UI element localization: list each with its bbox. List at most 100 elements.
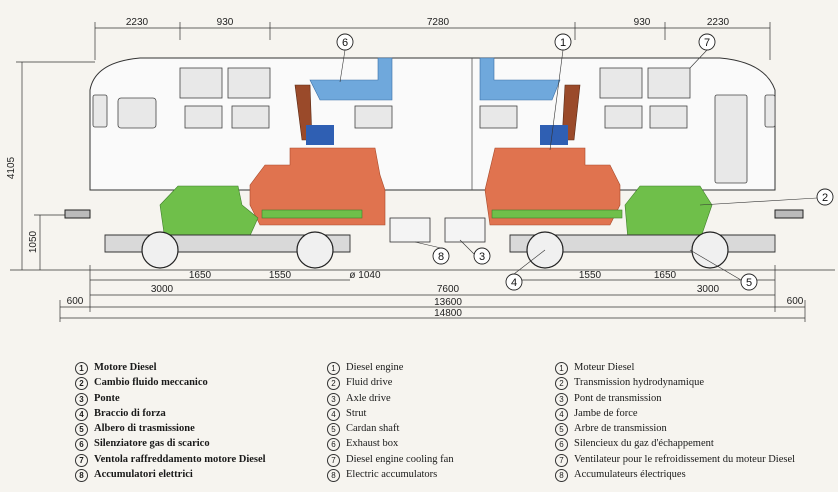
legend-label: Cardan shaft: [346, 423, 400, 435]
dim-bogie-left: 3000: [151, 284, 174, 295]
legend-en-item: 4 Strut: [327, 406, 454, 421]
legend-label: Transmission hydrodynamique: [574, 377, 704, 389]
dim-body-length: 13600: [434, 297, 462, 308]
callout-6: 6: [342, 37, 348, 49]
legend-label: Diesel engine cooling fan: [346, 453, 454, 465]
dim-height-total: 4105: [6, 156, 17, 179]
callout-3: 3: [479, 251, 485, 263]
legend-label: Electric accumulators: [346, 469, 438, 481]
legend-label: Strut: [346, 407, 367, 419]
dim-total-length: 14800: [434, 308, 462, 319]
legend-label: Moteur Diesel: [574, 362, 635, 373]
legend-number: 1: [75, 362, 88, 375]
legend-label: Albero di trasmissione: [94, 423, 195, 435]
dim-wheelbase-right-2: 1650: [654, 270, 677, 281]
legend-number: 4: [555, 407, 568, 421]
dim-wheel-diameter: ø 1040: [349, 270, 381, 281]
legend-en-item: 8 Electric accumulators: [327, 467, 454, 483]
callout-4: 4: [511, 277, 517, 289]
legend-label: Cambio fluido meccanico: [94, 377, 208, 389]
legend-number: 8: [555, 469, 568, 483]
legend-number: 3: [75, 392, 88, 406]
legend-it-item: 1 Motore Diesel: [75, 360, 266, 375]
legend-en-item: 1 Diesel engine: [327, 360, 454, 375]
legend-number: 6: [555, 438, 568, 452]
dim-top-right-1: 930: [634, 17, 651, 28]
callout-8: 8: [438, 251, 444, 263]
legend-number: 7: [327, 453, 340, 467]
legend-number: 7: [75, 453, 88, 467]
legend-number: 5: [75, 423, 88, 437]
legend-label: Silenziatore gas di scarico: [94, 438, 210, 450]
legend-fr-item: 8 Accumulateurs électriques: [555, 467, 814, 483]
legend-fr-item: 1 Moteur Diesel: [555, 360, 814, 375]
legend-fr-item: 5 Arbre de transmission: [555, 421, 814, 437]
legend-label: Exhaust box: [346, 438, 399, 450]
locomotive-diagram: 2230 930 7280 930 2230 4105 1050 1650 15…: [6, 17, 835, 322]
legend-en-item: 7 Diesel engine cooling fan: [327, 452, 454, 467]
legend-label: Fluid drive: [346, 377, 393, 389]
legend-en-item: 6 Exhaust box: [327, 436, 454, 452]
dim-wheelbase-right-1: 1550: [579, 270, 602, 281]
legend-number: 8: [75, 469, 88, 483]
legend-en-item: 5 Cardan shaft: [327, 421, 454, 437]
legend-number: 4: [327, 407, 340, 421]
legend-fr-item: 4 Jambe de force: [555, 406, 814, 421]
callout-5: 5: [746, 277, 752, 289]
dim-overhang-left: 600: [67, 296, 84, 307]
legend-number: 5: [327, 423, 340, 437]
legend-it-item: 4 Braccio di forza: [75, 406, 266, 421]
legend-number: 5: [555, 423, 568, 437]
dim-top-left-1: 2230: [126, 17, 149, 28]
legend-label: Motore Diesel: [94, 362, 157, 373]
legend-fr-item: 6 Silencieux du gaz d'échappement: [555, 436, 814, 452]
legend-fr-item: 7 Ventilateur pour le refroidissement du …: [555, 452, 814, 467]
legend-it-item: 3 Ponte: [75, 391, 266, 406]
legend-label: Braccio di forza: [94, 407, 166, 419]
legend-number: 2: [75, 377, 88, 391]
legend-label: Arbre de transmission: [574, 423, 667, 435]
legend-label: Axle drive: [346, 392, 391, 404]
legend-label: Ventola raffreddamento motore Diesel: [94, 453, 266, 465]
legend-it-item: 8 Accumulatori elettrici: [75, 467, 266, 483]
legend-label: Jambe de force: [574, 407, 638, 419]
legend-label: Accumulateurs électriques: [574, 469, 686, 481]
dim-top-left-2: 930: [217, 17, 234, 28]
legend-number: 8: [327, 469, 340, 483]
dim-wheelbase-left-2: 1550: [269, 270, 292, 281]
callout-7: 7: [704, 37, 710, 49]
legend-label: Ventilateur pour le refroidissement du m…: [574, 453, 796, 465]
legend-number: 6: [327, 438, 340, 452]
legend-number: 1: [327, 362, 340, 375]
legend-number: 7: [555, 453, 568, 467]
dim-bogie-right: 3000: [697, 284, 720, 295]
legend-it-item: 2 Cambio fluido meccanico: [75, 375, 266, 391]
dim-wheelbase-left-1: 1650: [189, 270, 212, 281]
legend-en-item: 2 Fluid drive: [327, 375, 454, 391]
dim-height-low: 1050: [28, 230, 39, 253]
legend-label: Accumulatori elettrici: [94, 469, 193, 481]
dim-top-center: 7280: [427, 17, 450, 28]
legend-number: 4: [75, 407, 88, 421]
dim-center-pivot: 7600: [437, 284, 460, 295]
legend-number: 3: [327, 392, 340, 406]
legend-en-item: 3 Axle drive: [327, 391, 454, 406]
legend-number: 2: [327, 377, 340, 391]
legend-it-item: 7 Ventola raffreddamento motore Diesel: [75, 452, 266, 467]
legend-number: 1: [555, 362, 568, 375]
dim-top-right-2: 2230: [707, 17, 730, 28]
legend-label: Diesel engine: [346, 362, 404, 373]
legend-it-item: 5 Albero di trasmissione: [75, 421, 266, 437]
callout-1: 1: [560, 37, 566, 49]
legend-it-item: 6 Silenziatore gas di scarico: [75, 436, 266, 452]
legend-label: Silencieux du gaz d'échappement: [574, 438, 714, 450]
legend-label: Ponte: [94, 392, 120, 404]
callout-2: 2: [822, 192, 828, 204]
dim-overhang-right: 600: [787, 296, 804, 307]
legend-number: 6: [75, 438, 88, 452]
